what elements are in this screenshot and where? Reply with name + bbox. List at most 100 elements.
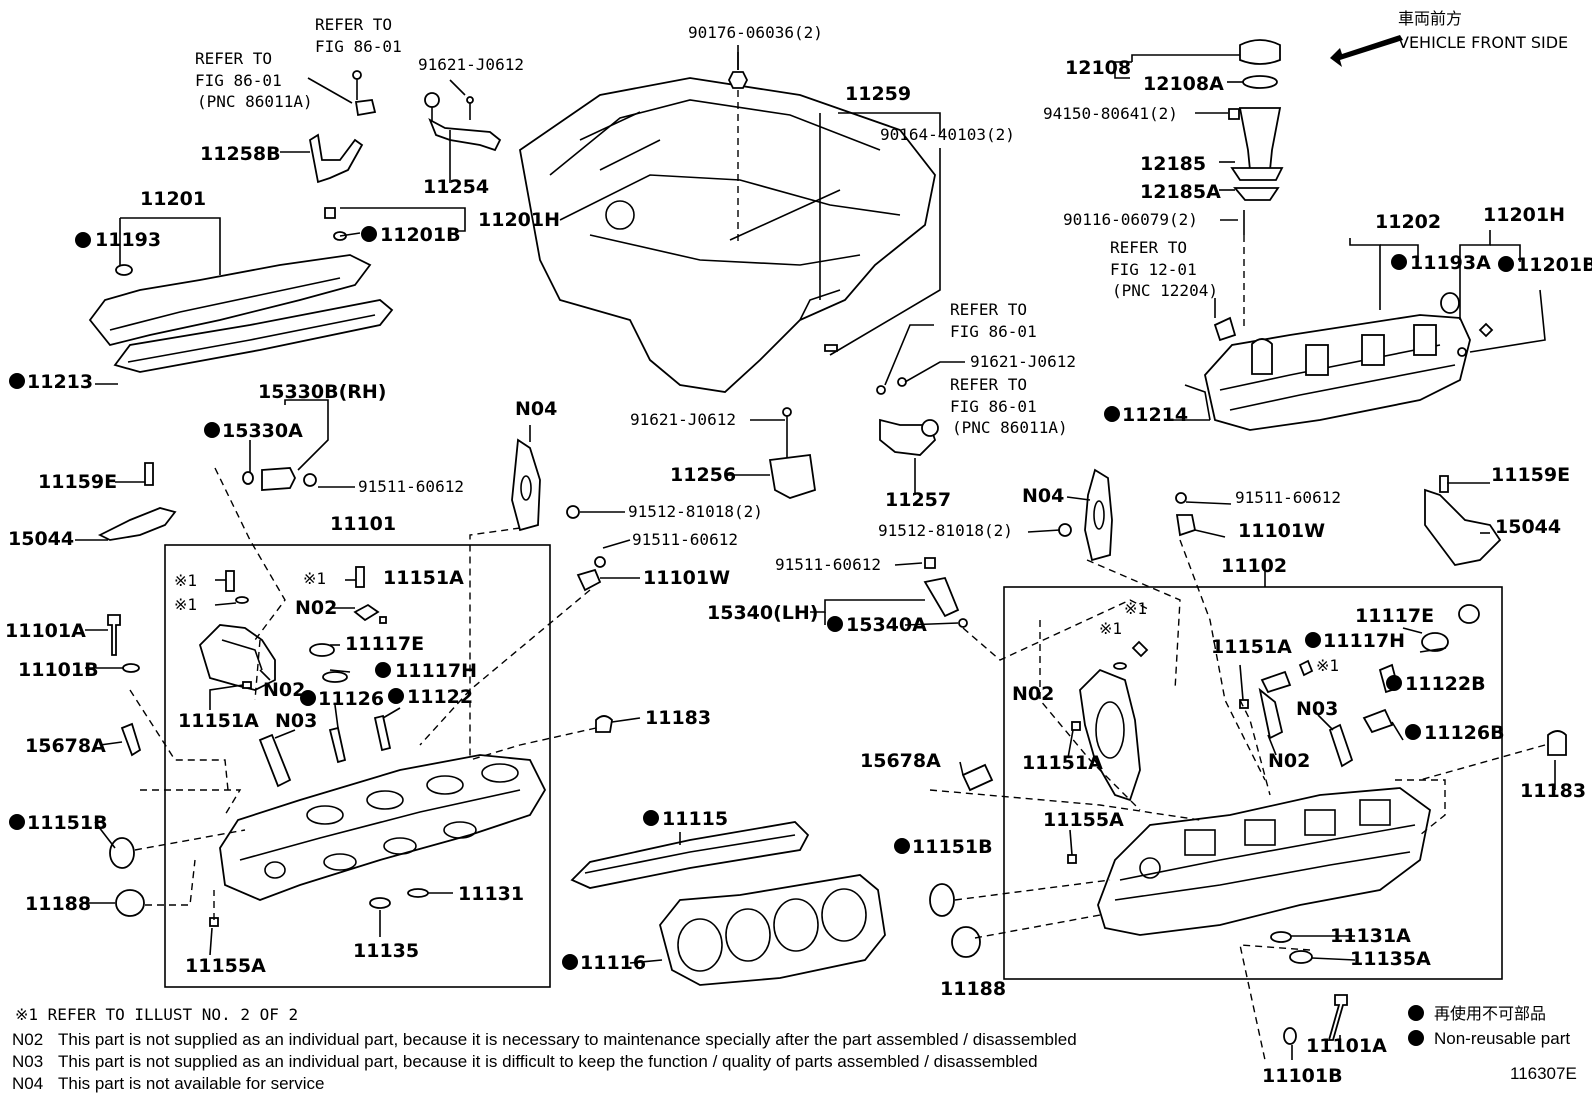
label-rReferb: FIG 12-01 — [1110, 260, 1197, 279]
label-11214: 11214 — [1122, 404, 1188, 426]
label-11135: 11135 — [353, 940, 419, 962]
label-11159E: 11159E — [38, 471, 117, 493]
label-15044: 15044 — [8, 528, 74, 550]
label-15678A: 15678A — [25, 735, 106, 757]
label-r91511: 91511-60612 — [1235, 488, 1341, 507]
label-11213: 11213 — [27, 371, 93, 393]
oil-pipe-15044-right-drawing — [1424, 488, 1502, 566]
cam-housing-N02-left-drawing — [198, 624, 276, 691]
label-rN02: N02 — [1012, 683, 1054, 705]
nonreusable-marker-icon — [9, 814, 25, 830]
label-15330B: 15330B(RH) — [258, 381, 386, 403]
label-11151Ab: 11151A — [178, 710, 259, 732]
label-r11101A: 11101A — [1306, 1035, 1387, 1057]
label-11151A: 11151A — [383, 567, 464, 589]
nonreusable-marker-icon — [1391, 254, 1407, 270]
label-11101: 11101 — [330, 513, 396, 535]
label-refer4: REFER TO — [950, 375, 1027, 394]
nonreusable-marker-icon — [9, 373, 25, 389]
label-star1c: ※1 — [303, 569, 326, 588]
label-refer2c: (PNC 86011A) — [197, 92, 313, 111]
hook-N04-left-drawing — [511, 438, 541, 532]
oil-filler-12185-drawing — [1238, 107, 1282, 171]
nonreusable-marker-icon — [388, 688, 404, 704]
label-r11151A: 11151A — [1211, 636, 1292, 658]
label-11115: 11115 — [662, 808, 728, 830]
label-rStar1b: ※1 — [1099, 619, 1122, 638]
note-N03-code: N03 — [12, 1052, 43, 1071]
label-N04b: N04 — [1022, 485, 1064, 507]
legend-marker-icon — [1408, 1005, 1424, 1021]
label-11256: 11256 — [670, 464, 736, 486]
note-star1: ※1 REFER TO ILLUST NO. 2 OF 2 — [15, 1005, 298, 1024]
label-11201B: 11201B — [380, 224, 461, 246]
nonreusable-marker-icon — [894, 838, 910, 854]
callout-labels: 90176-06036(2) 11259 90164-40103(2) REFE… — [5, 15, 1592, 1087]
label-r11183: 11183 — [1520, 780, 1586, 802]
label-91511a: 91511-60612 — [358, 477, 464, 496]
label-11135A: 11135A — [1350, 948, 1431, 970]
label-refer1: REFER TO — [315, 15, 392, 34]
label-refer2b: FIG 86-01 — [195, 71, 282, 90]
label-star1a: ※1 — [174, 571, 197, 590]
label-11183: 11183 — [645, 707, 711, 729]
label-refer3b: FIG 86-01 — [950, 322, 1037, 341]
label-91512a: 91512-81018(2) — [628, 502, 763, 521]
label-11201: 11201 — [140, 188, 206, 210]
gasket-11115-drawing — [570, 821, 810, 889]
label-11126: 11126 — [318, 688, 384, 710]
label-r11101B: 11101B — [1262, 1065, 1343, 1087]
oil-pipe-15044-drawing — [97, 507, 177, 541]
label-11117E: 11117E — [345, 633, 424, 655]
label-11258B: 11258B — [200, 143, 281, 165]
footnotes: ※1 REFER TO ILLUST NO. 2 OF 2 N02 This p… — [12, 1005, 1077, 1093]
nonreusable-marker-icon — [300, 690, 316, 706]
label-N02a: N02 — [295, 597, 337, 619]
label-90176: 90176-06036(2) — [688, 23, 823, 42]
label-91512b: 91512-81018(2) — [878, 521, 1013, 540]
cylinder-head-right-drawing — [1097, 787, 1431, 936]
label-91621c: 91621-J0612 — [970, 352, 1076, 371]
label-refer3: REFER TO — [950, 300, 1027, 319]
label-r11188: 11188 — [940, 978, 1006, 1000]
nonreusable-marker-icon — [375, 662, 391, 678]
pin-N03-right-drawing — [1328, 723, 1354, 768]
nonreusable-marker-icon — [1405, 724, 1421, 740]
label-15340A: 15340A — [846, 614, 927, 636]
label-r11101W: 11101W — [1238, 520, 1325, 542]
nonreusable-marker-icon — [361, 226, 377, 242]
front-label-en: VEHICLE FRONT SIDE — [1398, 33, 1568, 52]
label-11101B: 11101B — [18, 659, 99, 681]
label-11131: 11131 — [458, 883, 524, 905]
label-11102: 11102 — [1221, 555, 1287, 577]
label-star1b: ※1 — [174, 595, 197, 614]
label-11122B: 11122B — [1405, 673, 1486, 695]
label-rReferc: (PNC 12204) — [1112, 281, 1218, 300]
label-11254: 11254 — [423, 176, 489, 198]
label-11126B: 11126B — [1424, 722, 1505, 744]
label-N02b: N02 — [263, 679, 305, 701]
label-11201H: 11201H — [478, 209, 560, 231]
label-12185A: 12185A — [1140, 181, 1221, 203]
label-rStar1c: ※1 — [1316, 656, 1339, 675]
vvt-15330-drawing — [242, 467, 317, 491]
nut-90176-drawing — [727, 71, 749, 89]
label-11201H: 11201H — [1483, 204, 1565, 226]
note-N04-code: N04 — [12, 1074, 43, 1093]
label-r11155A: 11155A — [1043, 809, 1124, 831]
label-90116: 90116-06079(2) — [1063, 210, 1198, 229]
arrow-front-icon — [1330, 35, 1403, 67]
pin-N03-left-drawing — [258, 733, 292, 788]
bracket-11254-drawing — [428, 118, 502, 152]
label-refer1b: FIG 86-01 — [315, 37, 402, 56]
gasket-11116-drawing — [659, 874, 886, 986]
label-91511b: 91511-60612 — [632, 530, 738, 549]
label-11117H: 11117H — [395, 660, 477, 682]
label-11188: 11188 — [25, 893, 91, 915]
legend: 再使用不可部品 Non-reusable part — [1408, 1004, 1570, 1048]
group-box-11101 — [164, 544, 551, 988]
label-r11151Ab: 11151A — [1022, 752, 1103, 774]
label-94150: 94150-80641(2) — [1043, 104, 1178, 123]
legend-jp: 再使用不可部品 — [1434, 1004, 1546, 1023]
